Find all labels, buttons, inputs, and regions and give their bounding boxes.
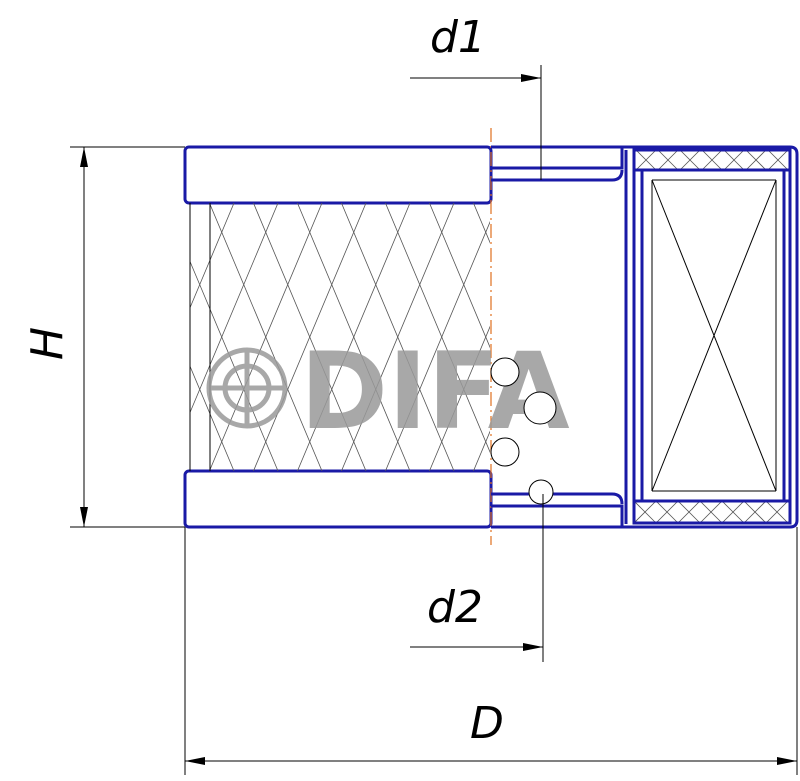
- bottom-end-cap: [183, 469, 493, 529]
- d1-label: d1: [430, 12, 486, 63]
- section-view: [491, 145, 799, 529]
- watermark: DIFA: [206, 330, 570, 505]
- d-label: D: [470, 698, 504, 749]
- d2-label: d2: [427, 582, 483, 633]
- watermark-text: DIFA: [300, 330, 570, 453]
- top-end-cap: [183, 145, 493, 205]
- filter-mesh: [190, 203, 490, 471]
- dimension-d: D: [184, 527, 798, 775]
- dimension-h: H: [22, 146, 185, 528]
- dimension-d1: d1: [410, 12, 542, 180]
- dimension-d2: d2: [410, 494, 544, 662]
- difa-logo-icon: [206, 347, 288, 429]
- h-label: H: [22, 327, 73, 360]
